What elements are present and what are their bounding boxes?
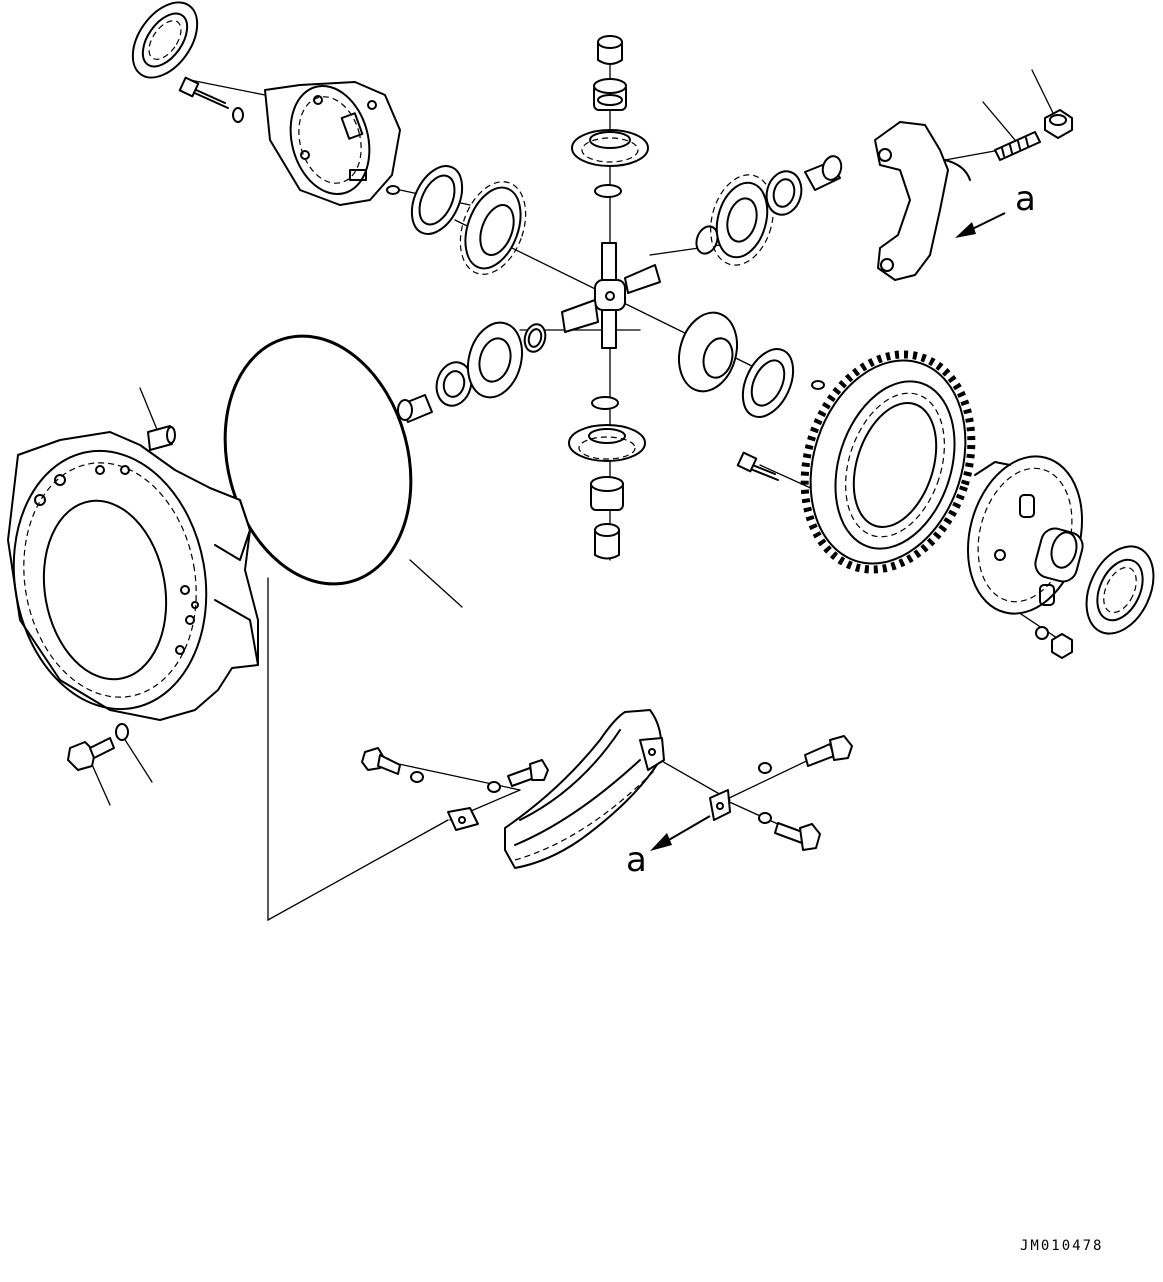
arrow-a-lower: a: [626, 815, 711, 880]
left-side-gear: [386, 165, 527, 275]
guard-bolts: [361, 735, 853, 851]
right-side-gear-lower: [678, 311, 825, 418]
left-side-gear-lower: [397, 321, 547, 423]
right-case-half: [966, 455, 1155, 659]
o-ring: [223, 334, 413, 586]
lower-guard: [504, 709, 665, 869]
axle-housing: [7, 425, 259, 721]
bearing-cap-upper: [874, 109, 1073, 281]
right-side-gear-upper: [695, 155, 843, 266]
housing-bolt: [67, 723, 129, 771]
arrow-a-upper: a: [955, 179, 1036, 238]
spider-pins: [561, 264, 661, 333]
guard-bracket-right: [709, 789, 731, 821]
top-pinion-stack: [571, 35, 649, 349]
arrow-label-lower: a: [626, 840, 647, 880]
upper-case-half: [131, 1, 401, 206]
guard-bracket-left: [447, 807, 479, 831]
arrow-label-upper: a: [1015, 179, 1036, 219]
drawing-code: JM010478: [1020, 1238, 1103, 1254]
bottom-pinion-stack: [568, 396, 646, 560]
ring-gear: [736, 350, 976, 574]
